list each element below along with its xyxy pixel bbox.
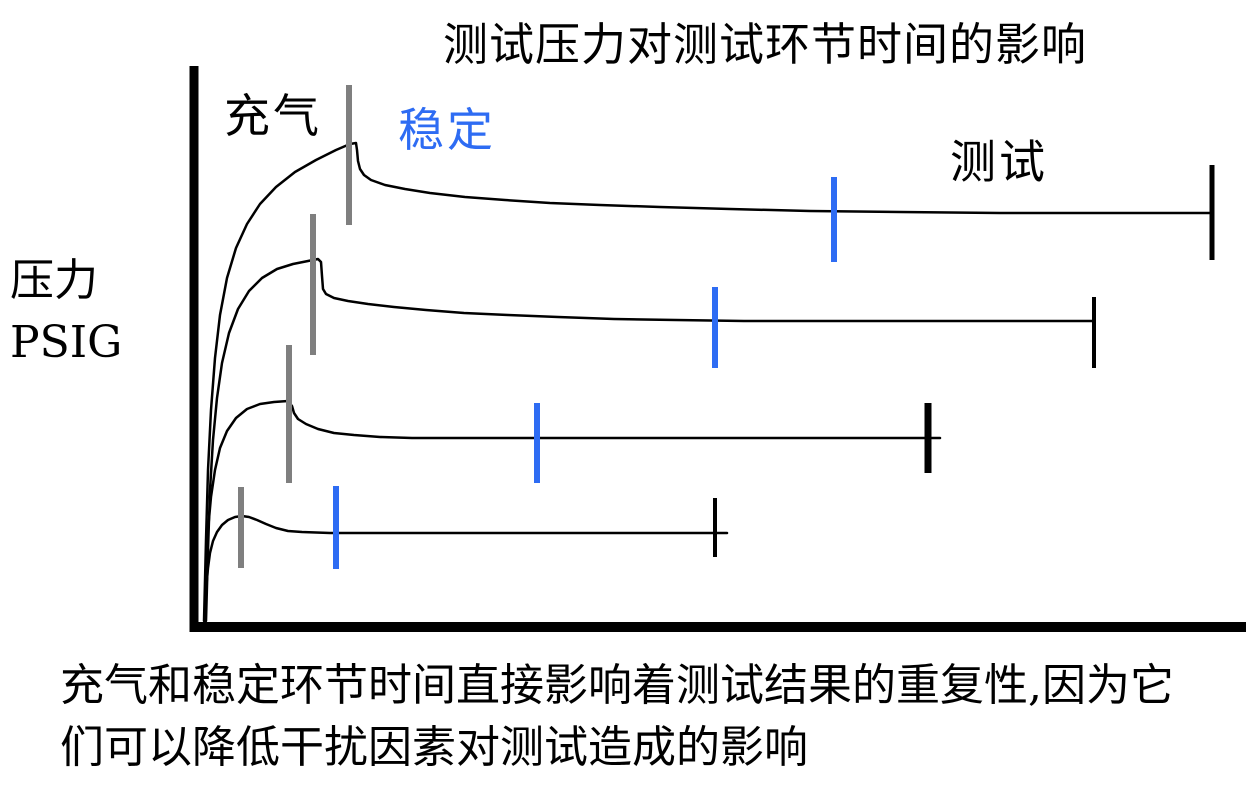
curve-1 (202, 141, 1214, 623)
curve-2 (204, 257, 1096, 623)
y-axis-label-line2: PSIG (10, 317, 123, 368)
caption-line-1: 充气和稳定环节时间直接影响着测试结果的重复性,因为它 (60, 660, 1174, 711)
y-axis-label-line1: 压力 (10, 255, 98, 306)
y-axis-label: 压力 PSIG (10, 250, 122, 374)
caption-line-2: 们可以降低干扰因素对测试造成的影响 (60, 722, 808, 773)
phase-label-inflate: 充气 (224, 89, 322, 143)
caption: 充气和稳定环节时间直接影响着测试结果的重复性,因为它 们可以降低干扰因素对测试造… (60, 655, 1250, 779)
phase-label-stabilize: 稳定 (398, 103, 496, 157)
curve-4 (203, 514, 729, 623)
chart-title: 测试压力对测试环节时间的影响 (442, 18, 1087, 71)
curve-3 (203, 399, 942, 623)
phase-label-test: 测试 (950, 135, 1048, 189)
